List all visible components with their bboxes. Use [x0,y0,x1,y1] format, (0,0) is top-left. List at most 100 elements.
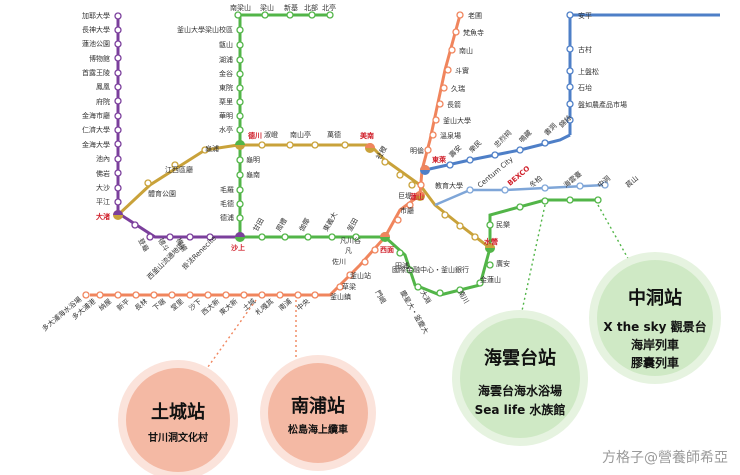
interchange-label: 水營 [484,237,498,246]
station-label: 東院 [219,83,233,92]
station-label: 北部 [304,3,318,12]
station-label: 加耶大學 [82,11,110,20]
station-label: 池內 [96,154,110,163]
station-label: 萬德 [327,130,341,139]
station-label: 華明 [219,111,233,120]
callout-title: 中洞站 [628,287,682,309]
callout-nampo: 南浦站 松島海上纜車 [260,355,376,471]
station-label: 甑山 [219,40,233,49]
station-label: 梵魚寺 [463,28,484,37]
station-label: 國際金融中心・釜山銀行 [392,265,469,274]
line2-path [238,13,600,297]
interchange-label: 美南 [360,131,374,140]
interchange-yeonsan [415,191,425,201]
station-label: 田浦 [395,261,409,270]
station-label: 樂民 [467,138,483,154]
station-label: 釜山站 [350,271,371,280]
interchange-minam [365,143,375,153]
station-label: 體育公園 [148,189,176,198]
interchange-sasang [235,232,245,242]
station-label: 安平 [578,11,592,20]
interchange-label: 西面 [380,246,394,254]
middle-labels: 巨堤 市廳 蓮山 教育大學 水營 [398,181,498,246]
interchange-label: 德川 [248,131,262,140]
line2-top-labels: 南梁山 梁山 新基 北部 北亭 [230,3,336,12]
station-label: 甘田 [251,216,266,233]
interchange-markers [113,140,495,253]
station-label: 佐川 [332,257,346,266]
station-label: 長神大學 [82,25,110,34]
station-label: 北亭 [322,3,336,12]
station-label: 金海大學 [82,140,110,149]
callout-title: 海雲台站 [484,347,556,369]
interchange-label: 蓮山 [410,192,424,201]
station-label: 溫泉場 [440,131,461,140]
interchange-seomyeon [380,232,390,242]
station-label: 西大新 [199,297,221,317]
callout-haeundae: 海雲台站 海雲台海水浴場 Sea life 水族館 [452,310,588,446]
station-label: 久瑞 [451,84,465,93]
callout-leaders [199,204,631,379]
station-label: 長林 [133,297,150,313]
interchange-label: 東萊 [432,155,447,164]
station-label: 凡 [345,247,352,255]
station-label: 伽倻 [297,216,312,233]
callout-subtitle: 海雲台海水浴場 [478,383,562,398]
station-label: 釜山鎮 [330,292,351,301]
station-label: 堂里 [169,297,186,313]
callout-subtitle: 海岸列車 [631,337,679,352]
station-label: 草梁 [342,282,356,291]
station-label: 書洞 [542,121,558,137]
station-label: 釜山大學 [443,116,471,125]
callout-subtitle: X the sky 觀景台 [603,319,706,334]
station-label: 掛法Renecite [180,234,218,272]
station-label: 佛岩 [96,169,110,178]
station-label: 鳴藏 [517,128,533,144]
station-label: 南山 [459,46,473,55]
line2-upper-labels: 釜山大學梁山校區 甑山 湖浦 金谷 東院 栗里 華明 水亭 [177,25,233,134]
station-label: 老圃 [468,11,482,20]
station-label: 毛羅 [220,185,234,194]
station-label: 梁山 [260,3,274,12]
station-label: 淑嶝 [264,130,278,139]
station-label: 東大新 [217,297,239,317]
station-label: 南山亭 [290,130,311,139]
station-label: 明倫 [410,146,424,155]
callout-subtitle: 甘川洞文化村 [148,431,208,444]
station-label: 中央 [295,297,312,313]
station-label: 東義大 [321,210,339,233]
station-label: 教育大學 [435,181,463,190]
station-label: 忠烈祠 [492,128,513,149]
station-label: 社稷 [374,144,389,161]
station-label: 斗實 [455,66,469,75]
station-label: 札嘎其 [253,297,275,317]
line2-lower-labels: 龜明 龜南 毛羅 毛德 德浦 [220,155,260,222]
interchange-label: 大渚 [96,212,110,221]
station-label: 周禮 [274,216,289,233]
station-label: 廣安 [496,259,510,268]
station-label: 長箭 [447,100,461,109]
callout-subtitle: 松島海上纜車 [288,423,348,436]
interchange-suyeong [485,243,495,253]
callout-title: 南浦站 [291,395,345,417]
station-label: 江西區廳 [165,165,193,174]
line2-horizontal-labels: 甘田 周禮 伽倻 東義大 釜田 [251,210,360,233]
callout-subtitle: Sea life 水族館 [475,402,566,417]
station-label: 萇山 [624,174,641,190]
station-label: 仁濟大學 [82,125,110,134]
station-label: 龜浦 [205,144,219,153]
station-label: 金谷 [219,69,233,78]
station-label: 南浦 [277,297,294,313]
interchange-label: 沙上 [231,243,245,252]
station-label: 市廳 [400,206,414,215]
station-label: 巨堤 [398,191,412,200]
station-label: 釜田 [345,216,360,233]
station-label: 凡川谷 [340,236,361,245]
station-label: 南梁山 [230,3,251,12]
station-label: 府院 [96,97,110,106]
station-label: 大沙 [96,183,110,192]
stations [82,11,609,299]
station-label: 新平 [115,297,132,313]
coastal-labels: Centum City BEXCO 冬柏 中洞 海雲臺 萇山 [476,155,640,189]
